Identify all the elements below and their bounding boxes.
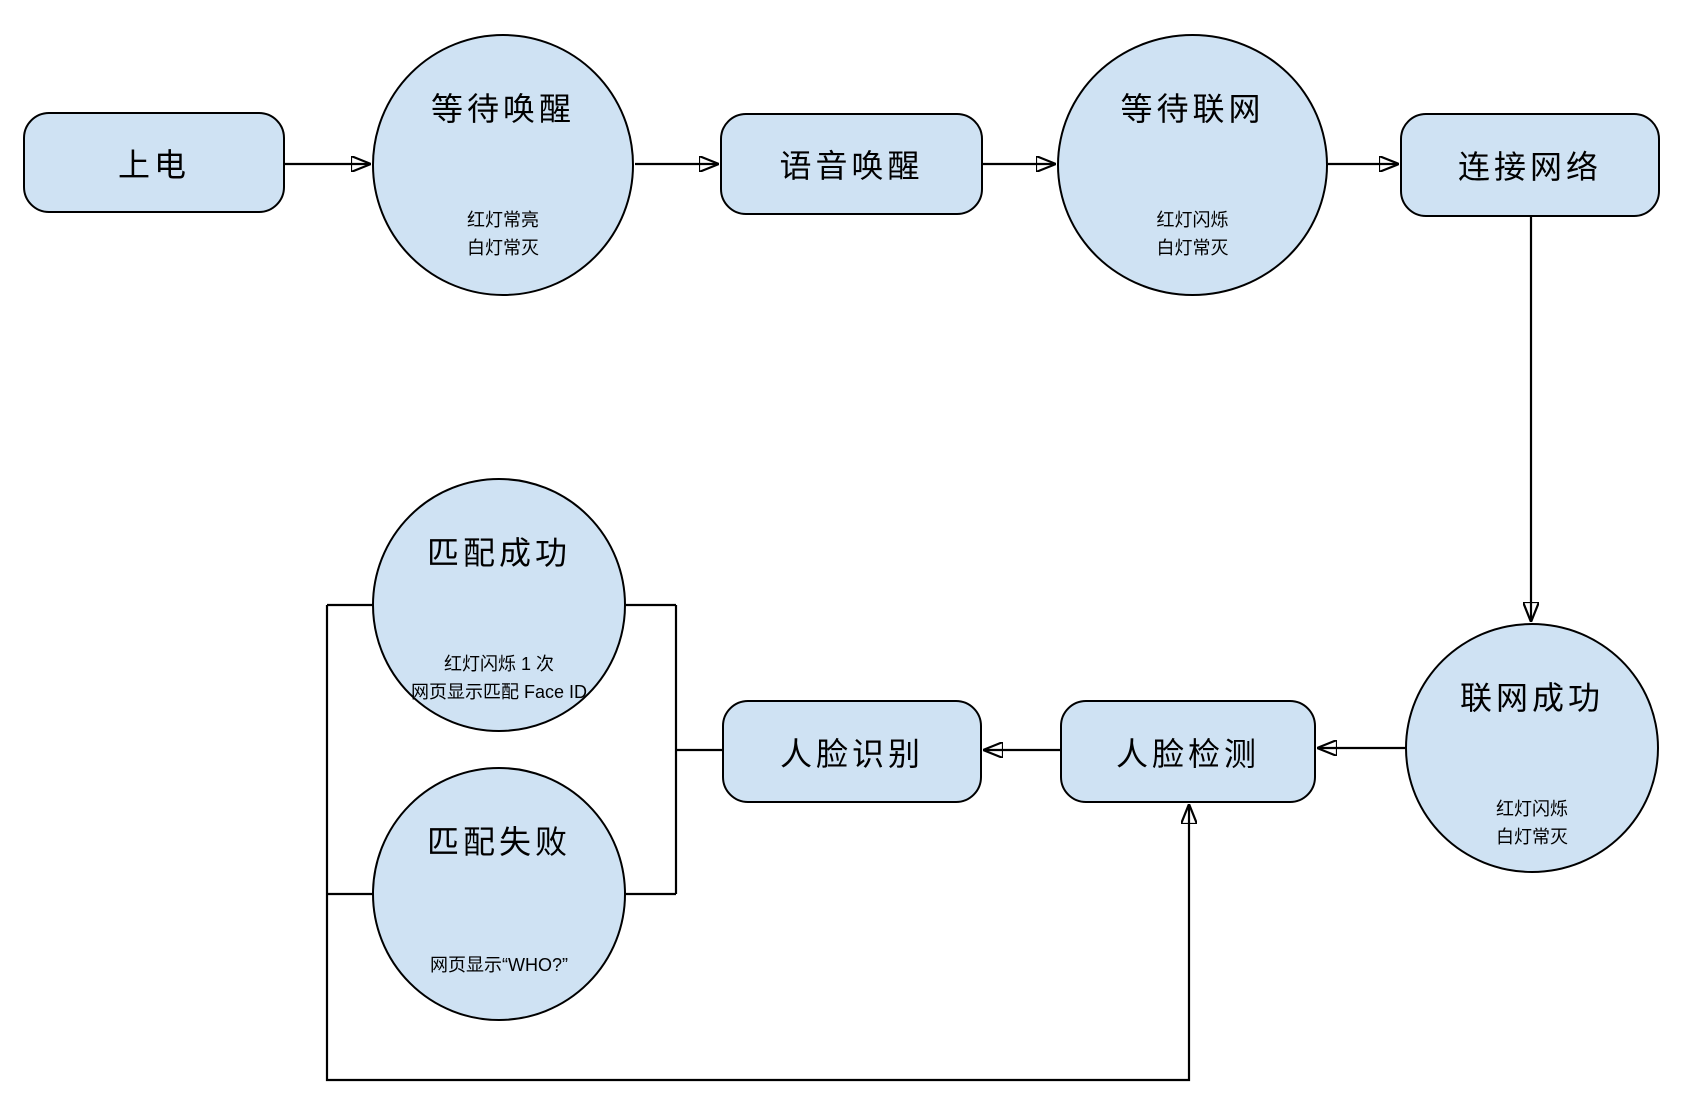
node-match-fail-label: 匹配失败 [426,824,571,860]
node-power-on: 上电 [23,112,285,213]
node-connect-network-label: 连接网络 [1457,149,1602,185]
node-match-success-label: 匹配成功 [426,535,571,571]
node-match-success: 匹配成功 红灯闪烁 1 次 网页显示匹配 Face ID [372,478,626,732]
node-connect-network: 连接网络 [1400,113,1660,217]
node-face-detect-label: 人脸检测 [1115,735,1260,772]
node-network-success-label: 联网成功 [1459,680,1604,716]
node-match-fail-note: 网页显示“WHO?” [430,955,568,975]
node-wait-network-note: 红灯闪烁 白灯常灭 [1156,210,1229,258]
node-power-on-label: 上电 [117,146,190,183]
node-wait-wake: 等待唤醒 红灯常亮 白灯常灭 [372,34,634,296]
node-network-success: 联网成功 红灯闪烁 白灯常灭 [1405,623,1659,873]
node-wait-network-label: 等待联网 [1120,91,1265,127]
node-voice-wake: 语音唤醒 [720,113,983,215]
node-wait-network: 等待联网 红灯闪烁 白灯常灭 [1057,34,1328,296]
node-face-recognize: 人脸识别 [722,700,982,803]
node-wait-wake-note: 红灯常亮 白灯常灭 [467,210,539,258]
node-match-fail: 匹配失败 网页显示“WHO?” [372,767,626,1021]
node-match-success-note: 红灯闪烁 1 次 网页显示匹配 Face ID [410,654,588,702]
node-wait-wake-label: 等待唤醒 [430,91,575,127]
node-network-success-note: 红灯闪烁 白灯常灭 [1496,799,1568,847]
node-voice-wake-label: 语音唤醒 [779,148,924,184]
arrow-loop-to-face-detect [325,605,1189,1082]
node-face-recognize-label: 人脸识别 [779,735,924,772]
node-face-detect: 人脸检测 [1060,700,1316,803]
